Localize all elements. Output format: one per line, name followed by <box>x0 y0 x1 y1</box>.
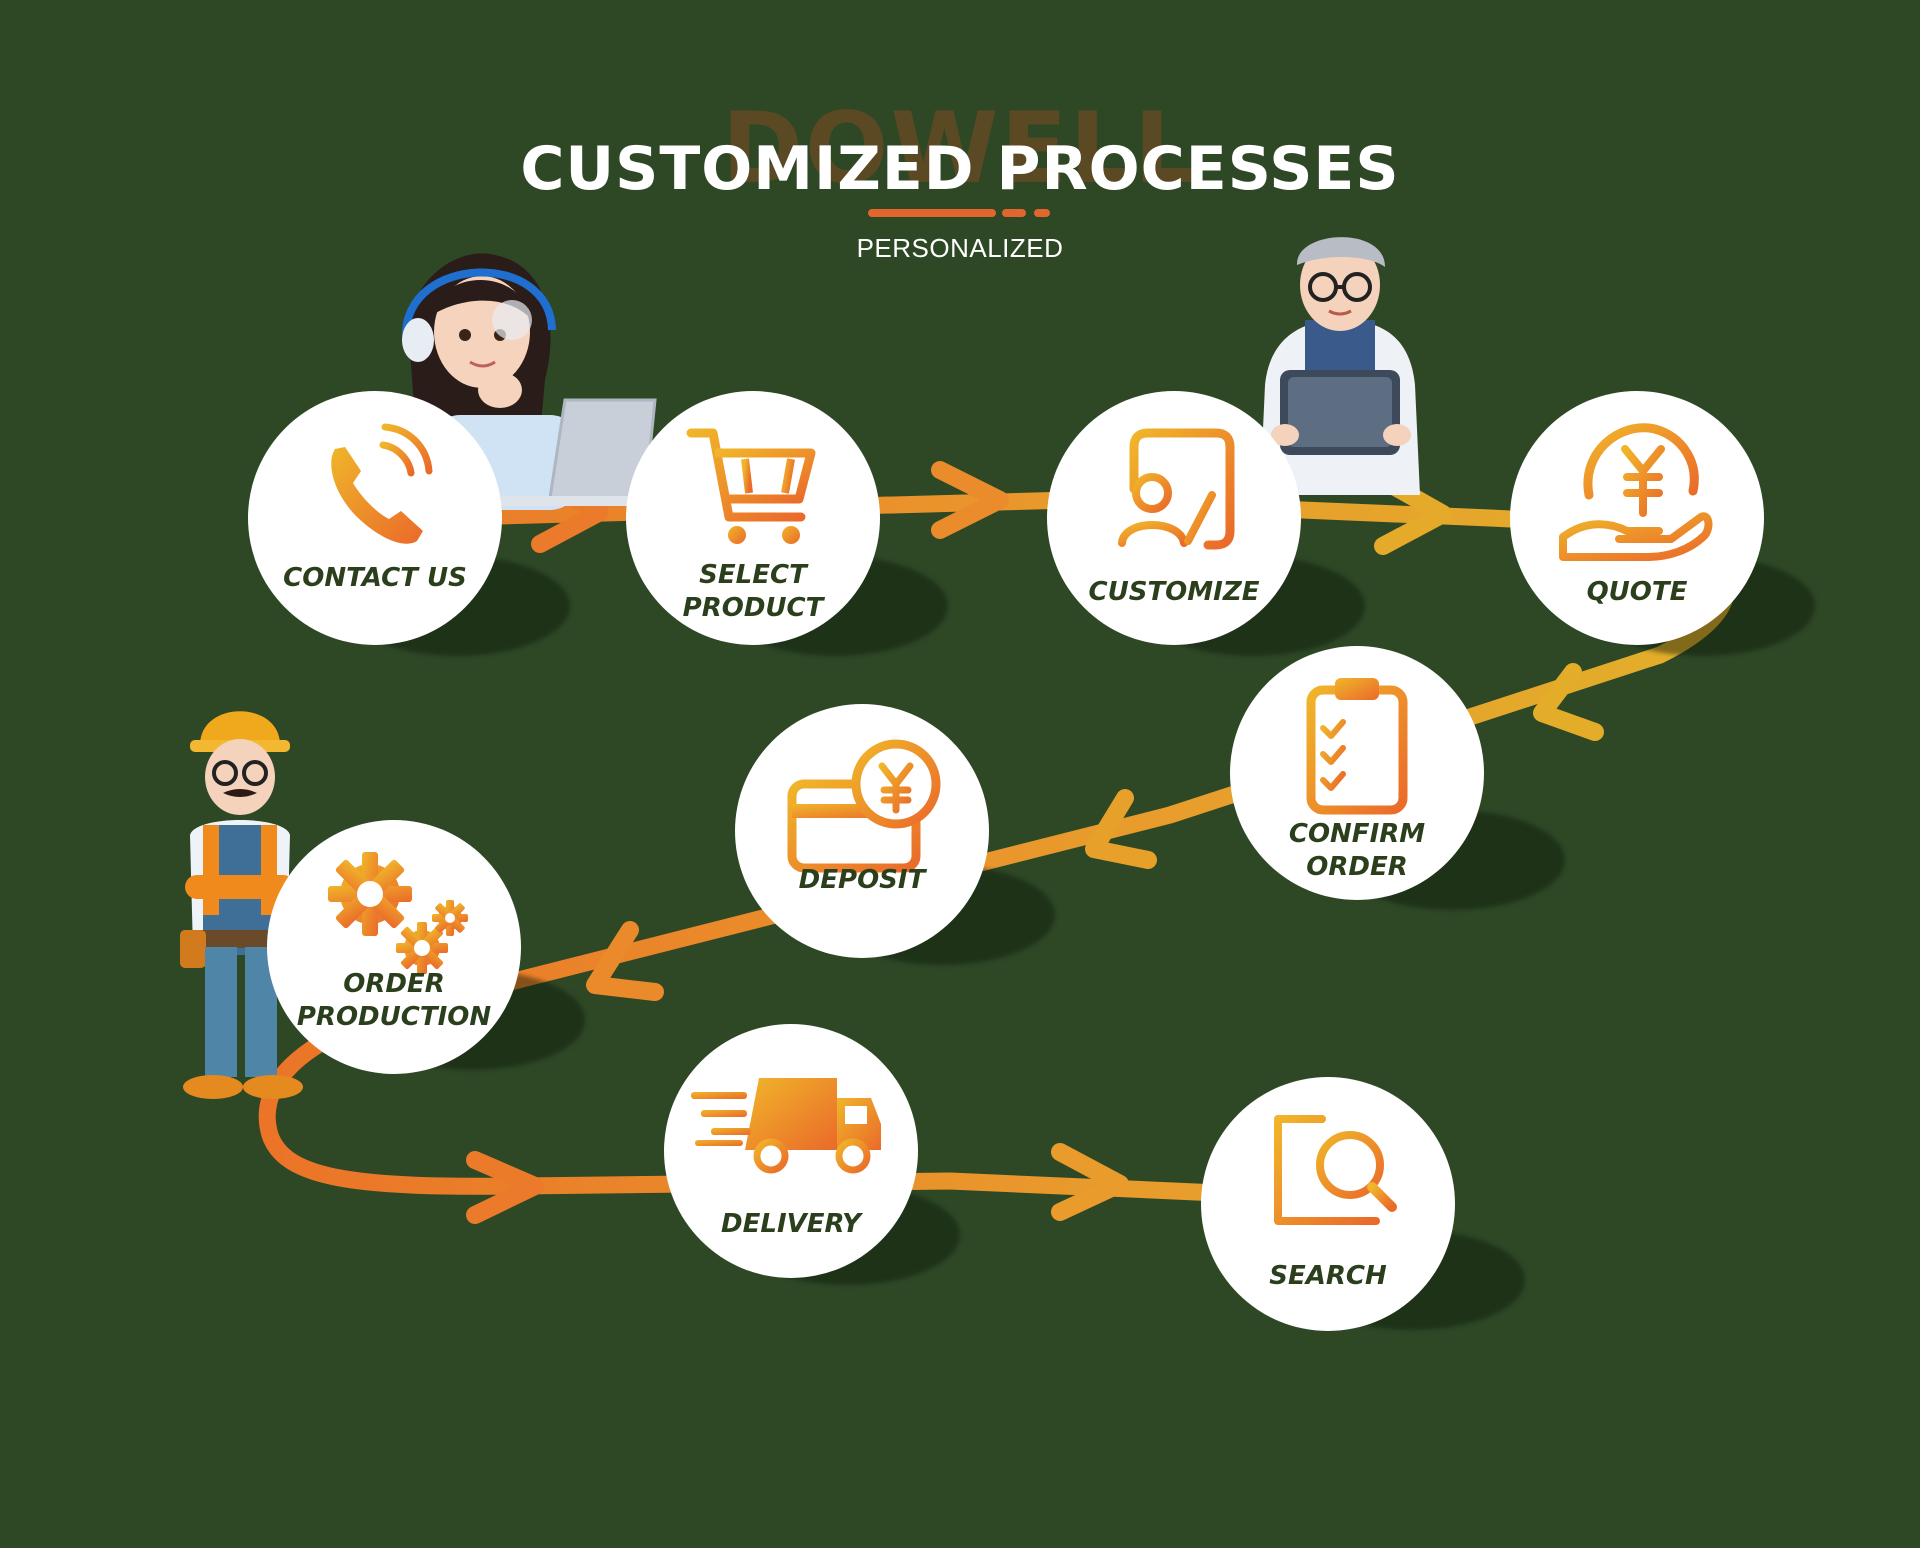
step-deposit: DEPOSIT <box>735 704 989 958</box>
card-yen-icon <box>787 739 941 873</box>
step-contact-us: CONTACT US <box>248 391 502 645</box>
step-label: CONFIRM ORDER <box>1288 819 1426 882</box>
title-underline-dot <box>1034 209 1050 217</box>
arrowhead <box>1533 663 1604 741</box>
page-title: CUSTOMIZED PROCESSES <box>520 134 1400 204</box>
arrowhead <box>1051 1143 1129 1221</box>
phone-icon <box>331 423 433 544</box>
step-order-production: ORDER PRODUCTION <box>267 820 521 1074</box>
yen-hand-icon <box>1559 423 1713 561</box>
title-underline-dash <box>1002 209 1026 217</box>
title-underline-long <box>868 209 996 217</box>
arrowhead <box>931 461 1009 539</box>
step-select-product: SELECT PRODUCT <box>626 391 880 645</box>
arrowhead <box>1085 789 1157 869</box>
document-search-icon <box>1274 1107 1397 1225</box>
step-label: SEARCH <box>1269 1261 1387 1291</box>
gears-icon <box>328 852 468 974</box>
step-customize: CUSTOMIZE <box>1047 391 1301 645</box>
step-label: SELECT PRODUCT <box>682 560 824 623</box>
arrowhead <box>586 921 664 1001</box>
step-label: CONTACT US <box>283 563 467 593</box>
profile-card-icon <box>1118 428 1235 550</box>
step-confirm-order: CONFIRM ORDER <box>1230 646 1484 900</box>
step-label: CUSTOMIZE <box>1088 577 1260 607</box>
truck-icon <box>691 1078 881 1174</box>
brand-watermark: DOWELL <box>721 92 1199 206</box>
step-label: QUOTE <box>1586 577 1688 607</box>
step-label: DELIVERY <box>721 1209 861 1239</box>
step-quote: QUOTE <box>1510 391 1764 645</box>
clipboard-checklist-icon <box>1306 678 1408 815</box>
engineer-with-hardhat-illustration <box>180 711 303 1099</box>
step-search: SEARCH <box>1201 1077 1455 1331</box>
step-delivery: DELIVERY <box>664 1024 918 1278</box>
page-subtitle: PERSONALIZED <box>856 233 1064 263</box>
step-label: DEPOSIT <box>798 865 926 895</box>
arrowhead <box>466 1151 544 1224</box>
shopping-cart-icon <box>686 428 816 544</box>
designer-with-tablet-illustration <box>1260 237 1420 495</box>
step-label: ORDER PRODUCTION <box>296 969 492 1032</box>
